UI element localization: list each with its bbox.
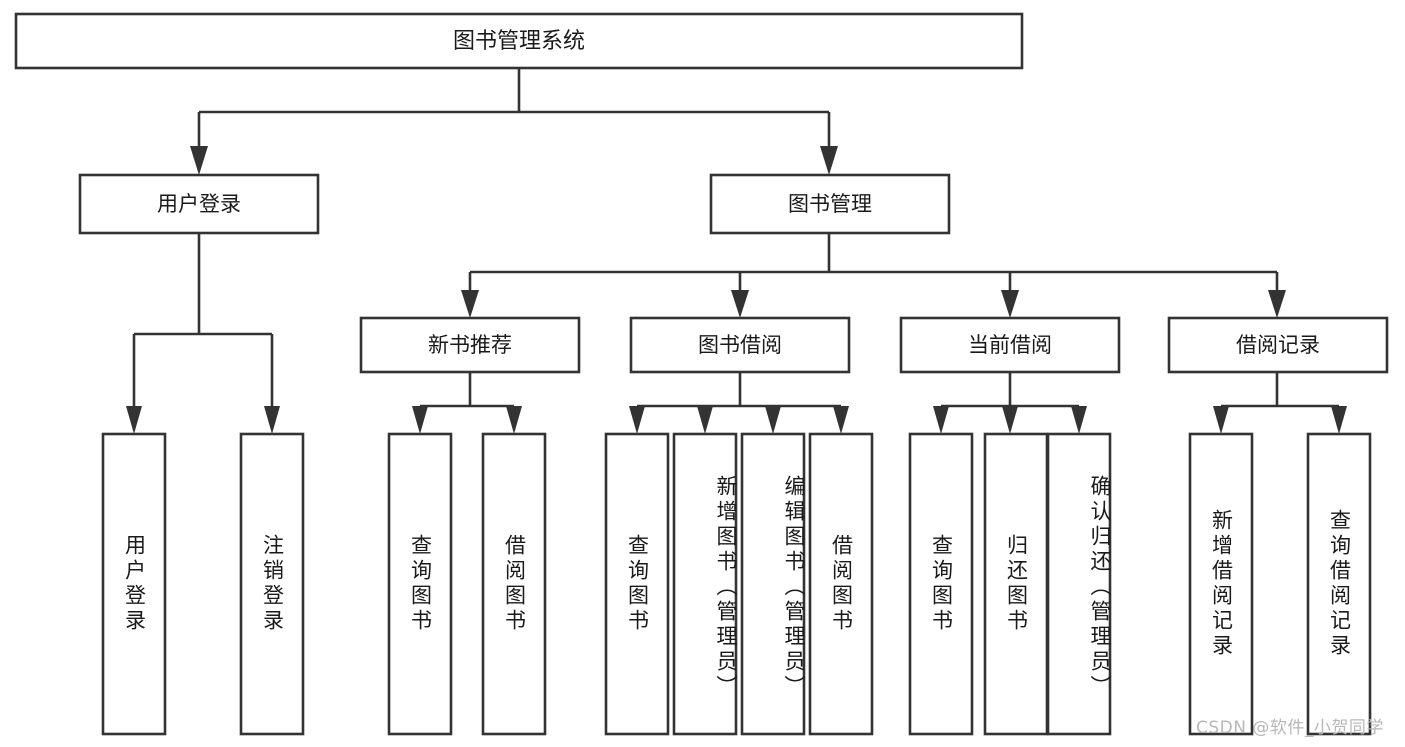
leaf-box-edit-book-admin[interactable] [740,432,806,736]
leaf-box-query-book-borrow[interactable] [604,432,670,736]
node-book-management-box[interactable] [709,173,951,235]
node-root-label: 图书管理系统 [453,29,585,54]
connector-user-login-to-leaves [126,233,280,434]
leaf-box-query-book-current[interactable] [908,432,974,736]
node-user-login-box[interactable] [78,173,320,235]
leaf-box-confirm-return-admin[interactable] [1046,432,1112,736]
node-root[interactable]: 图书管理系统 [14,12,1024,70]
node-book-management[interactable]: 图书管理 [709,173,951,235]
arrow-head-leaf-user-login [126,406,142,434]
watermark-text: CSDN @软件_小贺同学 [1196,718,1384,738]
arrow-head-leaf-query-book-recommend [412,406,428,434]
node-new-book-recommend-label: 新书推荐 [428,333,512,357]
connector-book-management-to-level3 [461,233,1286,318]
node-borrow-record-label: 借阅记录 [1236,333,1320,357]
arrow-head-leaf-query-borrow-record [1331,406,1347,434]
node-borrow-record[interactable]: 借阅记录 [1167,316,1389,374]
leaf-box-return-book[interactable] [983,432,1049,736]
arrow-head-leaf-logout [264,406,280,434]
arrow-head-leaf-add-book-admin [697,406,713,434]
node-current-borrow[interactable]: 当前借阅 [899,316,1121,374]
arrow-head-leaf-return-book [1002,406,1018,434]
node-user-login[interactable]: 用户登录 [78,173,320,235]
connector-borrow-record-to-leaves [1213,372,1347,434]
leaf-box-add-borrow-record[interactable] [1188,432,1254,736]
connector-root-to-level2 [190,68,838,175]
arrow-head-leaf-borrow-book-recommend [506,406,522,434]
leaf-box-add-book-admin[interactable] [672,432,738,736]
leaf-box-query-borrow-record[interactable] [1306,432,1372,736]
arrow-head-user-login [190,146,208,175]
node-book-management-label: 图书管理 [788,192,872,216]
node-new-book-recommend-box[interactable] [359,316,581,374]
arrow-head-book-management [820,146,838,175]
node-current-borrow-label: 当前借阅 [968,333,1052,357]
node-book-borrow[interactable]: 图书借阅 [629,316,851,374]
node-root-box[interactable] [14,12,1024,70]
node-user-login-label: 用户登录 [157,192,241,216]
arrow-head-current-borrow [1001,290,1019,318]
arrow-head-leaf-add-borrow-record [1213,406,1229,434]
leaf-box-logout[interactable] [239,432,305,736]
node-current-borrow-box[interactable] [899,316,1121,374]
node-book-borrow-label: 图书借阅 [698,333,782,357]
arrow-head-leaf-confirm-return-admin [1071,406,1087,434]
arrow-head-book-borrow [731,290,749,318]
arrow-head-new-book-recommend [461,290,479,318]
arrow-head-leaf-borrow-book [833,406,849,434]
connector-book-borrow-to-leaves [629,372,849,434]
node-new-book-recommend[interactable]: 新书推荐 [359,316,581,374]
arrow-head-leaf-query-book-current [933,406,949,434]
arrow-head-leaf-edit-book-admin [765,406,781,434]
arrow-head-borrow-record [1268,290,1286,318]
leaf-box-query-book-recommend[interactable] [387,432,453,736]
connector-current-borrow-to-leaves [933,372,1087,434]
connector-new-book-recommend-to-leaves [412,372,522,434]
leaf-box-borrow-book[interactable] [808,432,874,736]
leaf-box-borrow-book-recommend[interactable] [481,432,547,736]
node-borrow-record-box[interactable] [1167,316,1389,374]
node-book-borrow-box[interactable] [629,316,851,374]
leaf-box-user-login[interactable] [101,432,167,736]
arrow-head-leaf-query-book-borrow [629,406,645,434]
